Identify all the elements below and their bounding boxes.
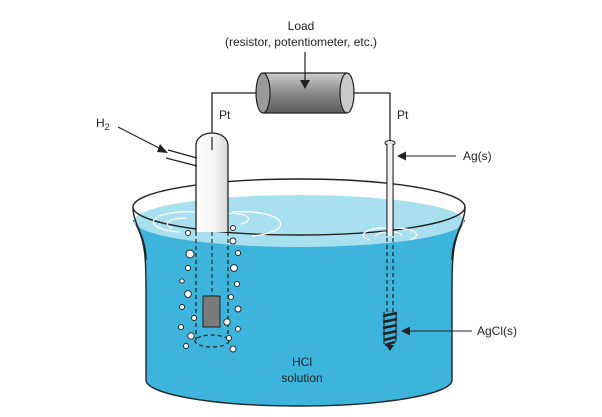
bubble xyxy=(184,290,192,298)
glass-tube-upper xyxy=(195,132,229,232)
load-pointer xyxy=(300,52,310,89)
silver-label: Ag(s) xyxy=(463,149,492,163)
bubble xyxy=(233,280,241,288)
solution-label-line2: solution xyxy=(281,371,322,385)
ag-pointer xyxy=(397,151,456,161)
h2-pointer xyxy=(117,126,168,153)
load-subtitle: (resistor, potentiometer, etc.) xyxy=(225,35,377,49)
solution-surface xyxy=(134,195,464,247)
surface-ripples xyxy=(152,210,418,241)
h2-label-main: H xyxy=(96,116,105,130)
silver-rod-submerged xyxy=(386,238,394,313)
bubble xyxy=(191,315,197,321)
bubble xyxy=(234,305,242,313)
bubble xyxy=(235,326,241,332)
bubble xyxy=(225,334,233,342)
load-title: Load xyxy=(288,19,315,33)
bubble xyxy=(235,250,241,256)
bubble xyxy=(183,343,189,349)
bubble xyxy=(184,229,192,237)
bubble xyxy=(229,224,237,232)
bubble xyxy=(230,264,238,272)
silver-chloride-label: AgCl(s) xyxy=(477,324,517,338)
bubble xyxy=(185,249,195,259)
silver-rod xyxy=(386,144,394,236)
bubble xyxy=(227,293,235,301)
bubble xyxy=(179,278,185,284)
gas-inlet-arm xyxy=(165,149,198,167)
h2-label-subscript: 2 xyxy=(105,122,110,132)
platinum-foil xyxy=(202,295,221,328)
silver-electrode xyxy=(382,140,398,351)
solution-body xyxy=(132,220,466,407)
bubble xyxy=(229,345,237,353)
bubble xyxy=(179,304,185,310)
hydrogen-bubbles xyxy=(177,224,242,353)
left-wire xyxy=(211,92,258,137)
bubble xyxy=(185,265,191,271)
solution-label-line1: HCl xyxy=(292,355,312,369)
beaker-left-wall xyxy=(132,206,147,261)
agcl-coating xyxy=(382,311,398,347)
bubble xyxy=(223,318,231,326)
hydrogen-electrode xyxy=(165,132,230,348)
submerged-tube-outline xyxy=(195,232,229,340)
bubble xyxy=(187,332,195,340)
bubble xyxy=(229,237,237,245)
circuit-wires xyxy=(211,92,391,142)
beaker-right-wall xyxy=(451,206,466,261)
right-electrode-label: Pt xyxy=(397,108,409,122)
left-electrode-label: Pt xyxy=(219,108,231,122)
h2-label: H2 xyxy=(96,116,110,132)
agcl-pointer xyxy=(401,326,472,336)
bubble xyxy=(177,323,185,331)
right-wire xyxy=(354,92,391,142)
